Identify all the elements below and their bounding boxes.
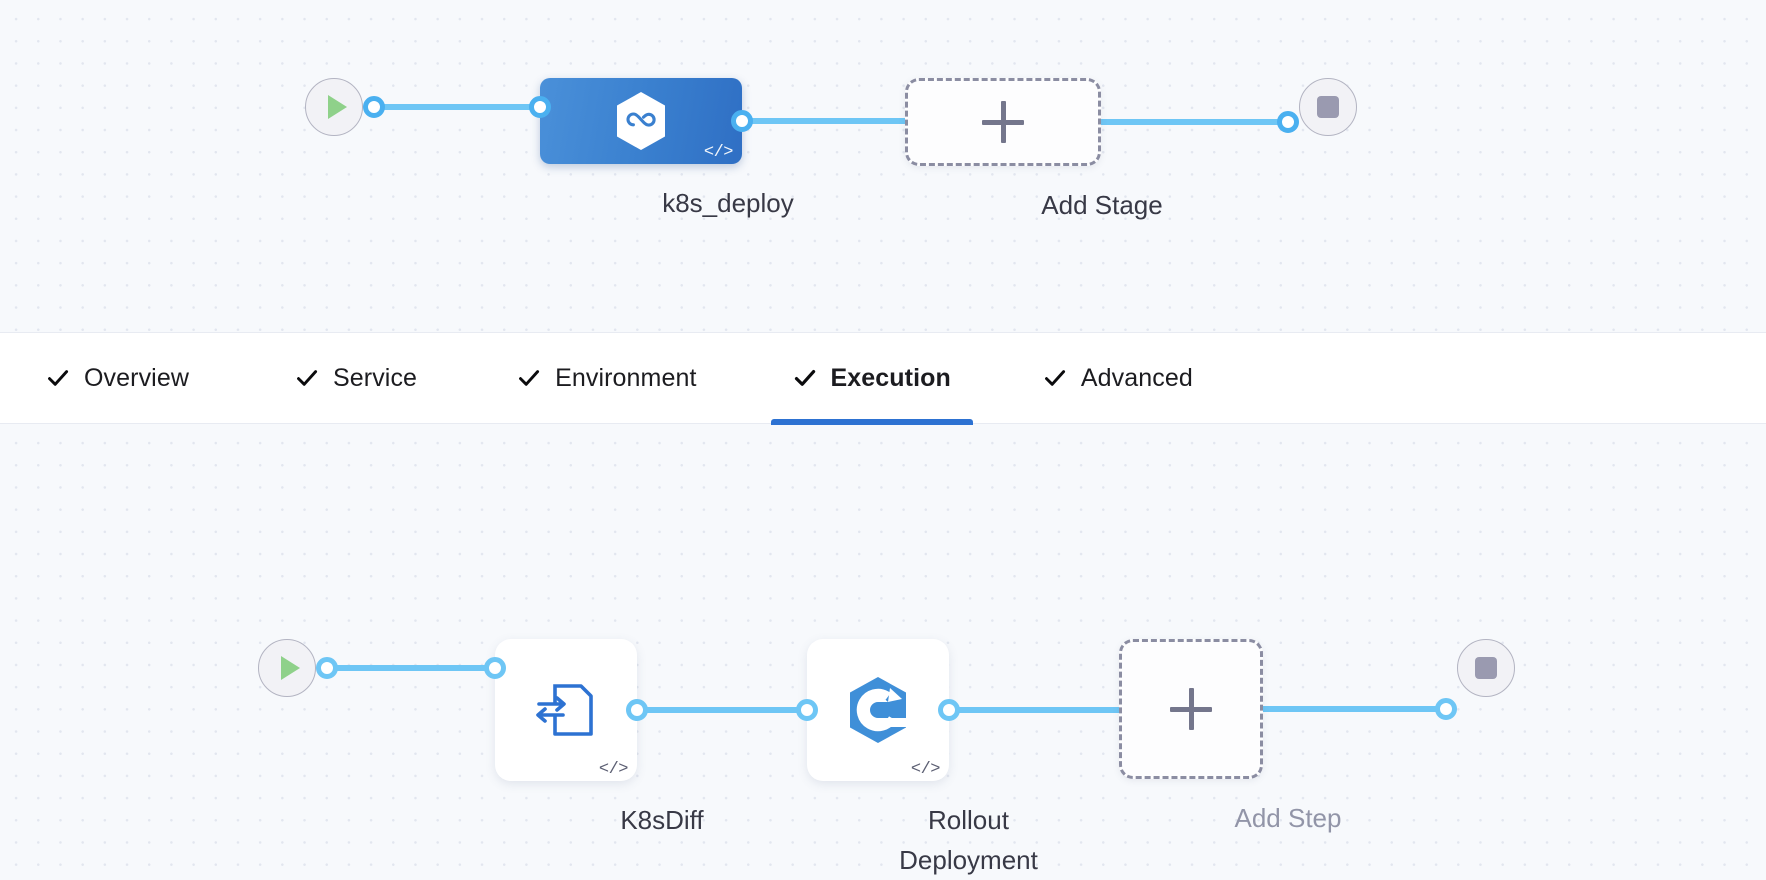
step-start-out-port[interactable]	[316, 657, 338, 679]
add-stage-label: Add Stage	[1041, 190, 1163, 220]
step-node-label: K8sDiff	[620, 805, 704, 835]
add-stage-button[interactable]	[905, 78, 1101, 166]
rollout-hexagon-rotate-icon	[842, 674, 914, 746]
k8s-diff-out-port[interactable]	[626, 699, 648, 721]
stage-node-k8s-deploy-group: </> k8s_deploy	[540, 78, 908, 223]
stage-start-node-group	[305, 78, 551, 136]
add-step-label: Add Step	[1234, 803, 1342, 833]
add-step-portrow	[1119, 639, 1457, 779]
step-link-2	[645, 707, 799, 713]
check-icon	[1044, 370, 1065, 386]
rollout-deployment-portrow: </>	[807, 639, 1122, 781]
stage-link-2	[750, 118, 908, 124]
step-start-node-group	[258, 639, 506, 697]
step-end-node[interactable]	[1457, 639, 1515, 697]
tab-advanced-label: Advanced	[1080, 363, 1193, 392]
add-step-node-group: Add Step	[1119, 639, 1457, 838]
code-badge-icon[interactable]: </>	[910, 760, 941, 779]
check-icon	[794, 370, 815, 386]
k8s-diff-in-port[interactable]	[484, 657, 506, 679]
play-icon	[327, 95, 347, 119]
stage-end-portrow	[1299, 78, 1357, 136]
step-end-portrow	[1457, 639, 1515, 697]
rollout-deployment-out-port[interactable]	[938, 699, 960, 721]
stop-icon	[1317, 96, 1339, 118]
code-badge-icon[interactable]: </>	[598, 760, 629, 779]
add-stage-node-group: Add Stage	[905, 78, 1299, 225]
stage-canvas[interactable]: </> k8s_deploy Add Stage	[0, 0, 1766, 332]
tab-execution-label: Execution	[830, 363, 951, 392]
step-node-rollout-deployment[interactable]: </>	[807, 639, 949, 781]
tab-advanced[interactable]: Advanced	[1021, 332, 1215, 424]
tab-overview-label: Overview	[84, 363, 189, 392]
stage-start-node[interactable]	[305, 78, 363, 136]
step-end-in-port[interactable]	[1435, 698, 1457, 720]
stage-pipeline-row: </> k8s_deploy Add Stage	[305, 78, 1357, 225]
step-link-1	[335, 665, 487, 671]
tab-service[interactable]: Service	[273, 332, 439, 424]
k8s-deploy-in-port[interactable]	[529, 96, 551, 118]
tab-environment[interactable]: Environment	[495, 332, 718, 424]
step-node-rollout-deployment-group: </> Rollout Deployment	[807, 639, 1122, 880]
code-badge-icon[interactable]: </>	[703, 143, 734, 162]
harness-hexagon-infinity-icon	[614, 91, 668, 151]
execution-steps-canvas[interactable]: </> K8sDiff	[0, 424, 1766, 880]
step-node-k8s-diff[interactable]: </>	[495, 639, 637, 781]
step-link-3	[957, 707, 1122, 713]
tab-execution[interactable]: Execution	[770, 332, 974, 425]
stage-start-out-port[interactable]	[363, 96, 385, 118]
tab-overview[interactable]: Overview	[24, 332, 211, 424]
add-step-button[interactable]	[1119, 639, 1263, 779]
play-icon	[280, 656, 300, 680]
stop-icon	[1475, 657, 1497, 679]
stage-end-node-group	[1299, 78, 1357, 136]
stage-end-node[interactable]	[1299, 78, 1357, 136]
stage-start-portrow	[305, 78, 551, 136]
k8s-deploy-portrow: </>	[540, 78, 908, 164]
k8s-diff-portrow: </>	[495, 639, 818, 781]
plus-icon	[982, 101, 1024, 143]
check-icon	[519, 370, 540, 386]
tab-environment-label: Environment	[555, 363, 697, 392]
stage-link-3	[1098, 119, 1280, 125]
step-node-label: Rollout Deployment	[899, 805, 1038, 876]
check-icon	[297, 370, 318, 386]
check-icon	[48, 370, 69, 386]
tab-service-label: Service	[333, 363, 418, 392]
step-start-node[interactable]	[258, 639, 316, 697]
add-stage-portrow	[905, 78, 1299, 166]
step-link-4	[1260, 706, 1438, 712]
step-start-portrow	[258, 639, 506, 697]
stage-link-1	[382, 104, 532, 110]
k8s-diff-file-arrows-icon	[533, 677, 599, 743]
step-node-k8s-diff-group: </> K8sDiff	[495, 639, 818, 840]
plus-icon	[1170, 688, 1212, 730]
k8s-deploy-out-port[interactable]	[731, 110, 753, 132]
step-pipeline-row: </> K8sDiff	[258, 639, 1515, 880]
stage-end-in-port[interactable]	[1277, 111, 1299, 133]
step-end-node-group	[1457, 639, 1515, 697]
stage-node-k8s-deploy[interactable]: </>	[540, 78, 742, 164]
rollout-deployment-in-port[interactable]	[796, 699, 818, 721]
stage-node-label: k8s_deploy	[662, 188, 794, 218]
stage-config-tabs: Overview Service Environment Execution A	[0, 332, 1766, 425]
